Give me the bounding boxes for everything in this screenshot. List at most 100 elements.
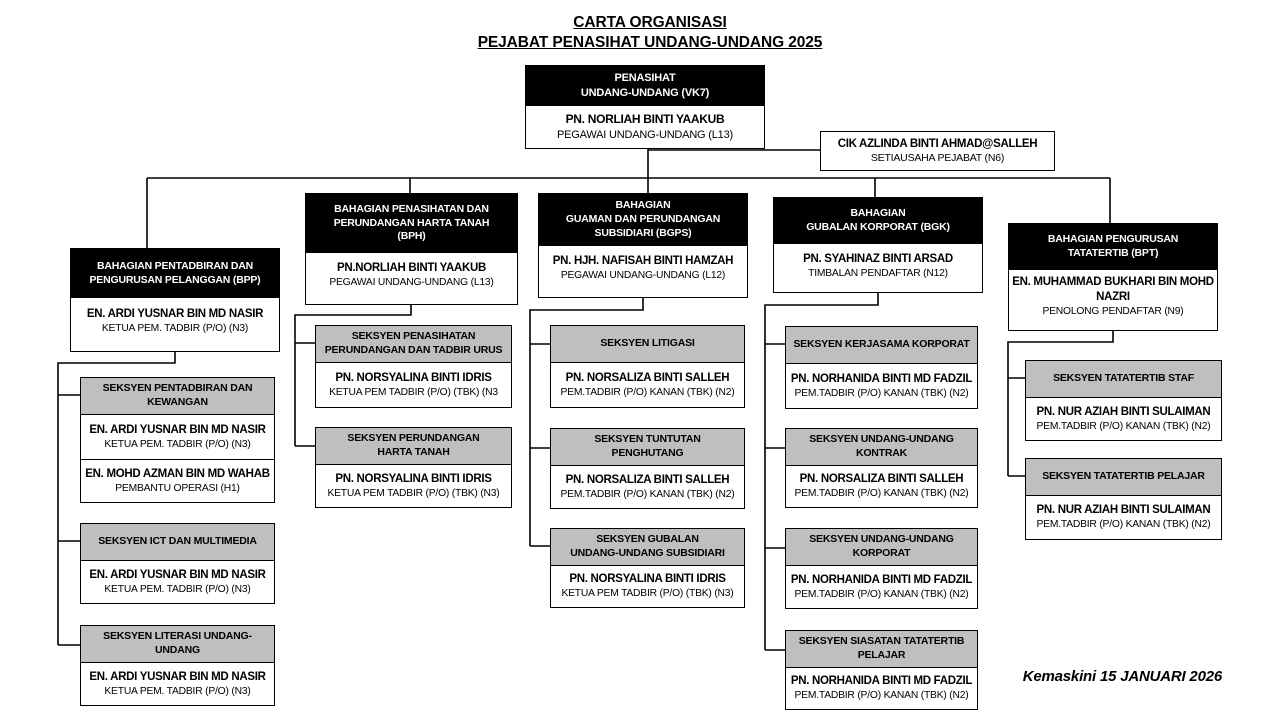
- person-role: PEM.TADBIR (P/O) KANAN (TBK) (N2): [560, 488, 735, 500]
- section-box-siasatan-tatatertib-pelajar: SEKSYEN SIASATAN TATATERTIB PELAJAR PN. …: [785, 630, 978, 710]
- person-name: PN. NUR AZIAH BINTI SULAIMAN: [1036, 504, 1211, 516]
- division-title: BAHAGIAN PENGURUSAN TATATERTIB (BPT): [1009, 224, 1217, 270]
- section-box-tatatertib-pelajar: SEKSYEN TATATERTIB PELAJAR PN. NUR AZIAH…: [1025, 458, 1222, 540]
- division-box-bgps: BAHAGIAN GUAMAN DAN PERUNDANGAN SUBSIDIA…: [538, 193, 748, 298]
- person-name: EN. MOHD AZMAN BIN MD WAHAB: [85, 468, 270, 480]
- wire-col-bgk: [764, 293, 879, 651]
- section-title: SEKSYEN PENASIHATAN PERUNDANGAN DAN TADB…: [316, 326, 511, 363]
- person-name: EN. ARDI YUSNAR BIN MD NASIR: [89, 671, 266, 683]
- person-role: KETUA PEM TADBIR (P/O) (TBK) (N3): [561, 587, 734, 599]
- wire-col-bpt: [1007, 330, 1114, 477]
- staff-entry: PN. NORSALIZA BINTI SALLEH PEM.TADBIR (P…: [551, 466, 744, 508]
- person-role: PEGAWAI UNDANG-UNDANG (L13): [557, 128, 733, 141]
- section-box-tatatertib-staf: SEKSYEN TATATERTIB STAF PN. NUR AZIAH BI…: [1025, 360, 1222, 441]
- section-box-ict-multimedia: SEKSYEN ICT DAN MULTIMEDIA EN. ARDI YUSN…: [80, 523, 275, 604]
- person-name: PN.NORLIAH BINTI YAAKUB: [336, 262, 486, 274]
- section-title: SEKSYEN KERJASAMA KORPORAT: [786, 327, 977, 364]
- staff-entry: PN. NUR AZIAH BINTI SULAIMAN PEM.TADBIR …: [1026, 398, 1221, 440]
- section-box-undang-korporat: SEKSYEN UNDANG-UNDANG KORPORAT PN. NORHA…: [785, 528, 978, 609]
- person-role: PEM.TADBIR (P/O) KANAN (TBK) (N2): [1036, 518, 1211, 530]
- person-name: PN. NORSALIZA BINTI SALLEH: [565, 474, 730, 486]
- section-title: SEKSYEN GUBALAN UNDANG-UNDANG SUBSIDIARI: [551, 529, 744, 566]
- division-head: PN.NORLIAH BINTI YAAKUB PEGAWAI UNDANG-U…: [306, 253, 517, 304]
- chart-title-line2: PEJABAT PENASIHAT UNDANG-UNDANG 2025: [477, 33, 823, 51]
- person-name: PN. NORSALIZA BINTI SALLEH: [799, 473, 964, 485]
- setiausaha-box: CIK AZLINDA BINTI AHMAD@SALLEH SETIAUSAH…: [820, 131, 1055, 171]
- division-title: BAHAGIAN PENTADBIRAN DAN PENGURUSAN PELA…: [71, 249, 279, 298]
- section-box-pentadbiran-kewangan: SEKSYEN PENTADBIRAN DAN KEWANGAN EN. ARD…: [80, 377, 275, 503]
- division-title: BAHAGIAN GUBALAN KORPORAT (BGK): [774, 198, 982, 244]
- person-role: KETUA PEM TADBIR (P/O) (TBK) (N3: [329, 386, 498, 398]
- section-box-undang-kontrak: SEKSYEN UNDANG-UNDANG KONTRAK PN. NORSAL…: [785, 428, 978, 508]
- division-title: BAHAGIAN GUAMAN DAN PERUNDANGAN SUBSIDIA…: [539, 194, 747, 246]
- section-title: SEKSYEN LITIGASI: [551, 326, 744, 363]
- person-role: PEM.TADBIR (P/O) KANAN (TBK) (N2): [794, 588, 969, 600]
- division-head: EN. ARDI YUSNAR BIN MD NASIR KETUA PEM. …: [71, 298, 279, 351]
- staff-entry: PN. NORSYALINA BINTI IDRIS KETUA PEM TAD…: [551, 566, 744, 607]
- person-role: PEM.TADBIR (P/O) KANAN (TBK) (N2): [794, 487, 969, 499]
- chart-title-line1: CARTA ORGANISASI: [573, 14, 727, 31]
- section-box-literasi-undang: SEKSYEN LITERASI UNDANG- UNDANG EN. ARDI…: [80, 625, 275, 706]
- person-role: PEMBANTU OPERASI (H1): [115, 482, 240, 494]
- person-role: PENOLONG PENDAFTAR (N9): [1042, 305, 1184, 317]
- division-box-bph: BAHAGIAN PENASIHATAN DAN PERUNDANGAN HAR…: [305, 193, 518, 305]
- person-role: PEM.TADBIR (P/O) KANAN (TBK) (N2): [560, 386, 735, 398]
- person-role: KETUA PEM. TADBIR (P/O) (N3): [104, 438, 251, 450]
- staff-entry: EN. ARDI YUSNAR BIN MD NASIR KETUA PEM. …: [81, 663, 274, 705]
- staff-entry: EN. MOHD AZMAN BIN MD WAHAB PEMBANTU OPE…: [81, 459, 274, 502]
- person-name: PN. NORSYALINA BINTI IDRIS: [335, 372, 492, 384]
- person-role: TIMBALAN PENDAFTAR (N12): [808, 267, 948, 279]
- division-box-bpp: BAHAGIAN PENTADBIRAN DAN PENGURUSAN PELA…: [70, 248, 280, 352]
- person-name: PN. NORSYALINA BINTI IDRIS: [335, 473, 492, 485]
- person-name: CIK AZLINDA BINTI AHMAD@SALLEH: [837, 137, 1038, 150]
- person-name: PN. NORSYALINA BINTI IDRIS: [569, 573, 726, 585]
- person-name: PN. HJH. NAFISAH BINTI HAMZAH: [552, 255, 734, 267]
- section-title: SEKSYEN SIASATAN TATATERTIB PELAJAR: [786, 631, 977, 668]
- wire-col-bgps: [529, 298, 644, 547]
- penasihat-person: PN. NORLIAH BINTI YAAKUB PEGAWAI UNDANG-…: [526, 106, 764, 149]
- person-role: KETUA PEM TADBIR (P/O) (TBK) (N3): [327, 487, 500, 499]
- division-title: BAHAGIAN PENASIHATAN DAN PERUNDANGAN HAR…: [306, 194, 517, 253]
- staff-entry: PN. NORSALIZA BINTI SALLEH PEM.TADBIR (P…: [551, 363, 744, 407]
- person-name: PN. NUR AZIAH BINTI SULAIMAN: [1036, 406, 1211, 418]
- section-title: SEKSYEN TUNTUTAN PENGHUTANG: [551, 429, 744, 466]
- person-role: PEM.TADBIR (P/O) KANAN (TBK) (N2): [1036, 420, 1211, 432]
- person-name: EN. MUHAMMAD BUKHARI BIN MOHD NAZRI: [1012, 276, 1214, 303]
- person-role: SETIAUSAHA PEJABAT (N6): [870, 151, 1005, 164]
- division-box-bgk: BAHAGIAN GUBALAN KORPORAT (BGK) PN. SYAH…: [773, 197, 983, 293]
- section-title: SEKSYEN TATATERTIB STAF: [1026, 361, 1221, 398]
- section-box-litigasi: SEKSYEN LITIGASI PN. NORSALIZA BINTI SAL…: [550, 325, 745, 408]
- person-name: PN. NORLIAH BINTI YAAKUB: [565, 112, 725, 126]
- staff-entry: PN. NORHANIDA BINTI MD FADZIL PEM.TADBIR…: [786, 364, 977, 408]
- staff-entry: PN. NORSYALINA BINTI IDRIS KETUA PEM TAD…: [316, 363, 511, 407]
- person-name: EN. ARDI YUSNAR BIN MD NASIR: [89, 424, 266, 436]
- person-name: PN. NORSALIZA BINTI SALLEH: [565, 372, 730, 384]
- person-role: PEGAWAI UNDANG-UNDANG (L13): [329, 276, 494, 288]
- updated-note: Kemaskini 15 JANUARI 2026: [1022, 668, 1222, 685]
- division-head: PN. SYAHINAZ BINTI ARSAD TIMBALAN PENDAF…: [774, 244, 982, 292]
- person-name: PN. NORHANIDA BINTI MD FADZIL: [790, 574, 973, 586]
- person-name: PN. NORHANIDA BINTI MD FADZIL: [790, 675, 973, 687]
- staff-entry: PN. NORHANIDA BINTI MD FADZIL PEM.TADBIR…: [786, 566, 977, 608]
- section-box-kerjasama-korporat: SEKSYEN KERJASAMA KORPORAT PN. NORHANIDA…: [785, 326, 978, 409]
- division-head: PN. HJH. NAFISAH BINTI HAMZAH PEGAWAI UN…: [539, 246, 747, 297]
- person-role: PEM.TADBIR (P/O) KANAN (TBK) (N2): [794, 689, 969, 701]
- section-box-tuntutan-penghutang: SEKSYEN TUNTUTAN PENGHUTANG PN. NORSALIZ…: [550, 428, 745, 509]
- section-title: SEKSYEN LITERASI UNDANG- UNDANG: [81, 626, 274, 663]
- section-box-gubalan-subsidiari: SEKSYEN GUBALAN UNDANG-UNDANG SUBSIDIARI…: [550, 528, 745, 608]
- person-role: KETUA PEM. TADBIR (P/O) (N3): [101, 322, 249, 334]
- division-box-bpt: BAHAGIAN PENGURUSAN TATATERTIB (BPT) EN.…: [1008, 223, 1218, 331]
- person-role: PEGAWAI UNDANG-UNDANG (L12): [560, 269, 726, 281]
- penasihat-title: PENASIHAT UNDANG-UNDANG (VK7): [526, 66, 764, 106]
- staff-entry: PN. NUR AZIAH BINTI SULAIMAN PEM.TADBIR …: [1026, 496, 1221, 539]
- section-title: SEKSYEN UNDANG-UNDANG KORPORAT: [786, 529, 977, 566]
- person-role: KETUA PEM. TADBIR (P/O) (N3): [104, 685, 251, 697]
- person-name: EN. ARDI YUSNAR BIN MD NASIR: [89, 569, 266, 581]
- person-name: PN. NORHANIDA BINTI MD FADZIL: [790, 373, 973, 385]
- chart-title: CARTA ORGANISASI PEJABAT PENASIHAT UNDAN…: [330, 13, 970, 53]
- staff-entry: PN. NORHANIDA BINTI MD FADZIL PEM.TADBIR…: [786, 668, 977, 709]
- section-title: SEKSYEN TATATERTIB PELAJAR: [1026, 459, 1221, 496]
- staff-entry: PN. NORSALIZA BINTI SALLEH PEM.TADBIR (P…: [786, 466, 977, 507]
- section-title: SEKSYEN PENTADBIRAN DAN KEWANGAN: [81, 378, 274, 415]
